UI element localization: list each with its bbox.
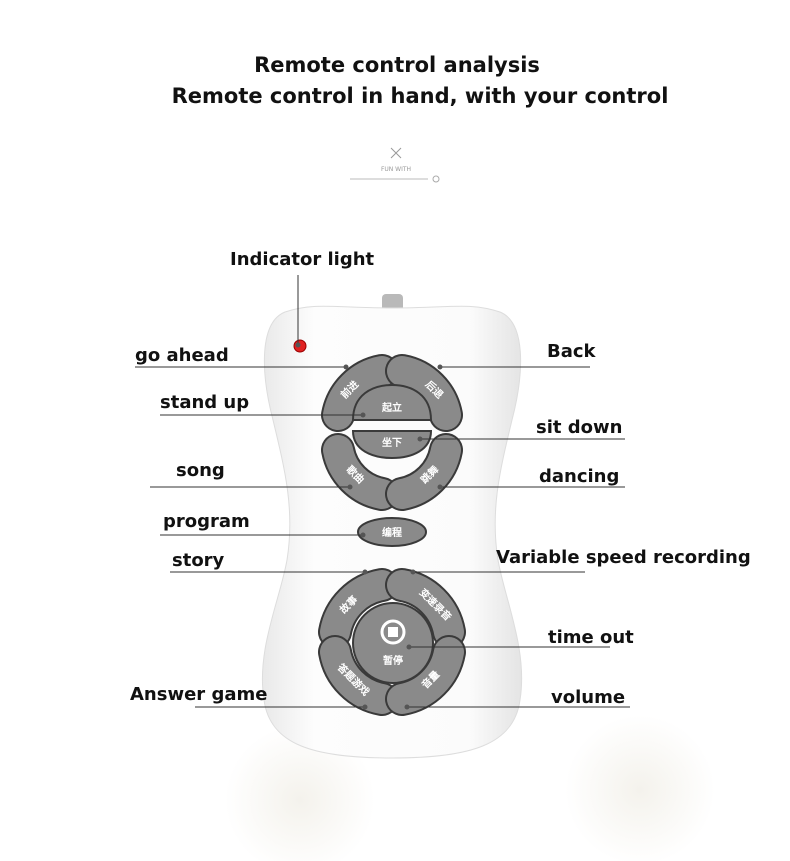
pause-button[interactable]: 暂停: [352, 602, 434, 684]
logo-text: FUN WITH: [381, 166, 411, 173]
svg-text:坐下: 坐下: [382, 436, 402, 449]
sit-down-button[interactable]: 坐下: [351, 430, 433, 460]
program-button[interactable]: 编程: [357, 517, 427, 547]
label-answer-game: Answer game: [130, 684, 267, 705]
dance-button[interactable]: 跳舞: [385, 433, 463, 511]
svg-text:起立: 起立: [381, 401, 402, 414]
label-indicator-light: Indicator light: [230, 249, 375, 270]
volume-button[interactable]: 音量: [385, 635, 466, 716]
close-x-icon: [390, 147, 402, 159]
forward-button[interactable]: 前进: [321, 354, 399, 432]
stand-up-button[interactable]: 起立: [351, 383, 433, 421]
label-sit-down: sit down: [536, 417, 622, 438]
svg-text:暂停: 暂停: [383, 654, 403, 667]
page-subtitle: Remote control in hand, with your contro…: [172, 84, 669, 108]
answer-game-button[interactable]: 答题游戏: [318, 635, 399, 716]
back-button[interactable]: 后退: [385, 354, 463, 432]
brand-logo: FUN WITH: [350, 147, 440, 183]
label-song: song: [176, 460, 225, 481]
song-button[interactable]: 歌曲: [321, 433, 399, 511]
label-program: program: [163, 511, 250, 532]
label-volume: volume: [551, 687, 625, 708]
label-back: Back: [547, 341, 597, 362]
story-button[interactable]: 故事: [318, 568, 399, 649]
variable-speed-recording-button[interactable]: 变速录音: [385, 568, 466, 649]
label-story: story: [172, 550, 225, 571]
label-dancing: dancing: [539, 466, 619, 487]
stop-icon: [380, 619, 406, 645]
svg-text:编程: 编程: [382, 526, 402, 539]
background-circle: [565, 715, 715, 861]
callouts: Indicator light go ahead Back stand up s…: [130, 249, 751, 710]
label-variable-speed-recording: Variable speed recording: [496, 547, 751, 568]
background-circle: [225, 725, 375, 861]
page-title: Remote control analysis: [254, 53, 540, 77]
label-stand-up: stand up: [160, 392, 249, 413]
remote-control: 前进 后退 起立 坐下 歌曲 跳舞 编程 故事: [261, 294, 523, 759]
label-go-ahead: go ahead: [135, 345, 229, 366]
label-time-out: time out: [548, 627, 634, 648]
